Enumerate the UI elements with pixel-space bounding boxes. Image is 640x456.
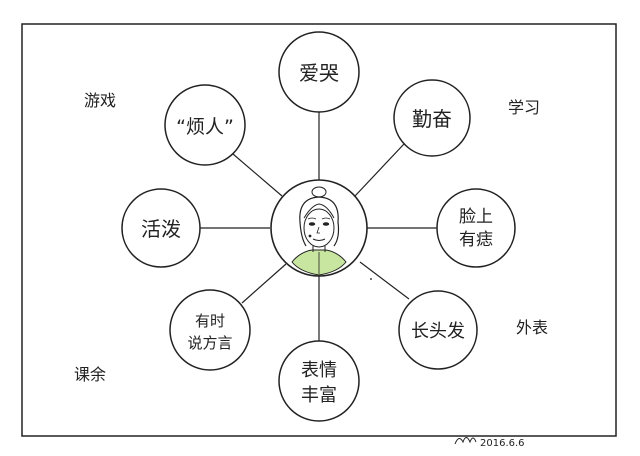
node-fan-ren: “烦人” xyxy=(164,84,246,166)
mole-mark xyxy=(308,234,312,238)
node-label: 爱哭 xyxy=(299,61,339,85)
signature: 2016.6.6 xyxy=(454,437,525,449)
node-huo-po: 活泼 xyxy=(121,188,201,268)
connector-qin-fen xyxy=(354,143,405,197)
node-you-shi-shuo-fang-yan: 有时 说方言 xyxy=(169,289,251,371)
node-label: “烦人” xyxy=(176,116,234,138)
node-label: 活泼 xyxy=(141,217,181,241)
connector-you-shi-shuo-fang-yan xyxy=(241,263,287,304)
node-label-line-1: 有时 xyxy=(195,312,225,330)
category-label-you-xi: 游戏 xyxy=(84,91,116,110)
node-label-line-2: 有痣 xyxy=(459,230,493,250)
node-label-line-1: 脸上 xyxy=(459,207,493,227)
category-label-ke-yu: 课余 xyxy=(74,365,106,384)
connector-lines xyxy=(200,112,437,341)
center-node xyxy=(270,179,368,277)
node-lian-shang-you-zhi: 脸上 有痣 xyxy=(436,188,516,268)
girl-portrait-illustration xyxy=(291,186,347,276)
category-label-xue-xi: 学习 xyxy=(508,98,540,117)
stray-dot xyxy=(370,278,372,280)
category-label-wai-biao: 外表 xyxy=(516,318,548,337)
node-biao-qing-feng-fu: 表情 丰富 xyxy=(278,340,360,422)
node-label-line-2: 说方言 xyxy=(187,334,232,352)
node-ai-ku: 爱哭 xyxy=(278,31,360,113)
node-chang-tou-fa: 长头发 xyxy=(398,290,478,370)
signature-date: 2016.6.6 xyxy=(480,438,525,449)
outer-frame xyxy=(21,23,617,437)
connector-fan-ren xyxy=(225,147,283,197)
node-label-line-1: 表情 xyxy=(301,360,337,381)
signature-scribble xyxy=(454,437,477,445)
node-label: 勤奋 xyxy=(412,107,452,131)
node-label-line-2: 丰富 xyxy=(301,385,337,406)
node-label: 长头发 xyxy=(411,321,465,342)
connector-chang-tou-fa xyxy=(359,261,410,300)
node-qin-fen: 勤奋 xyxy=(393,79,471,157)
